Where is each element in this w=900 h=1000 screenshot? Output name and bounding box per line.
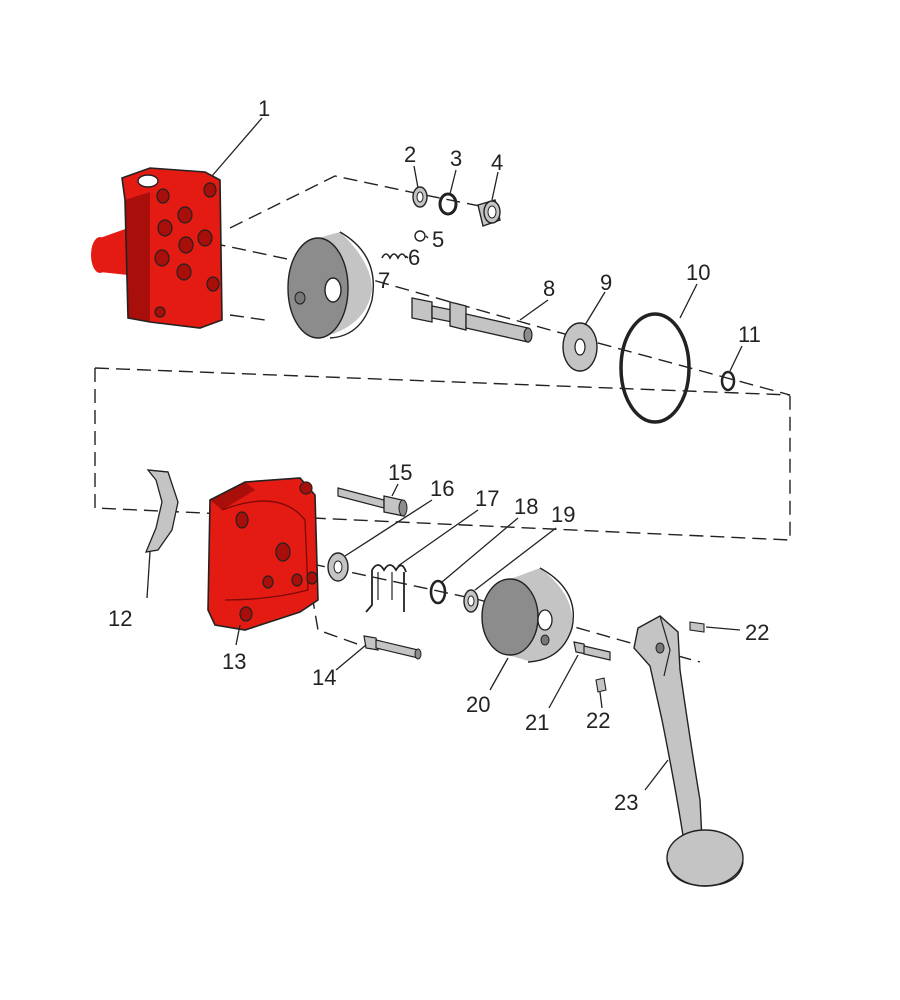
part-15-bolt xyxy=(337,487,408,517)
callout-4: 4 xyxy=(491,150,503,175)
part-10-large-o-ring xyxy=(619,312,691,424)
leader-lines xyxy=(146,117,743,791)
callout-2: 2 xyxy=(404,142,416,167)
callout-22-lower: 22 xyxy=(586,708,610,733)
part-11-small-o-ring xyxy=(720,370,736,392)
part-20-cam-drum xyxy=(481,567,574,663)
part-19-washer xyxy=(463,589,479,613)
part-9-washer xyxy=(562,322,598,372)
part-18-ring xyxy=(429,579,447,605)
callout-3: 3 xyxy=(450,146,462,171)
part-5-ball xyxy=(414,230,426,242)
part-8-shaft xyxy=(411,297,533,343)
part-23-handle-lever xyxy=(633,615,744,887)
callout-19: 19 xyxy=(551,502,575,527)
callout-21: 21 xyxy=(525,710,549,735)
callout-16: 16 xyxy=(430,476,454,501)
part-21-pin xyxy=(573,641,611,661)
part-1-upper-housing xyxy=(91,167,223,329)
callout-10: 10 xyxy=(686,260,710,285)
part-12-strap xyxy=(144,469,179,553)
callout-17: 17 xyxy=(475,486,499,511)
part-7-rotor-disc xyxy=(287,231,374,339)
part-6-spring xyxy=(381,253,407,260)
callout-14: 14 xyxy=(312,665,336,690)
callout-6: 6 xyxy=(408,245,420,270)
part-22-set-screw-lower xyxy=(595,677,607,693)
callout-8: 8 xyxy=(543,276,555,301)
callout-5: 5 xyxy=(432,227,444,252)
part-13-lower-housing xyxy=(207,477,319,631)
callout-1: 1 xyxy=(258,96,270,121)
part-3-o-ring xyxy=(438,192,458,216)
callout-9: 9 xyxy=(600,270,612,295)
part-17-torsion-spring xyxy=(365,564,407,613)
part-4-spring-seat xyxy=(477,199,501,227)
callout-labels: 1 2 3 4 5 6 7 8 9 10 11 12 13 14 15 16 1… xyxy=(108,96,769,815)
callout-22-upper: 22 xyxy=(745,620,769,645)
callout-7: 7 xyxy=(378,268,390,293)
callout-12: 12 xyxy=(108,606,132,631)
callout-11: 11 xyxy=(738,322,761,347)
part-22-set-screw-upper xyxy=(689,621,705,633)
callout-18: 18 xyxy=(514,494,538,519)
part-2-washer xyxy=(412,186,428,208)
callout-15: 15 xyxy=(388,460,412,485)
callout-23: 23 xyxy=(614,790,638,815)
callout-20: 20 xyxy=(466,692,490,717)
part-14-bolt xyxy=(363,635,422,660)
callout-13: 13 xyxy=(222,649,246,674)
part-16-washer xyxy=(327,552,349,582)
